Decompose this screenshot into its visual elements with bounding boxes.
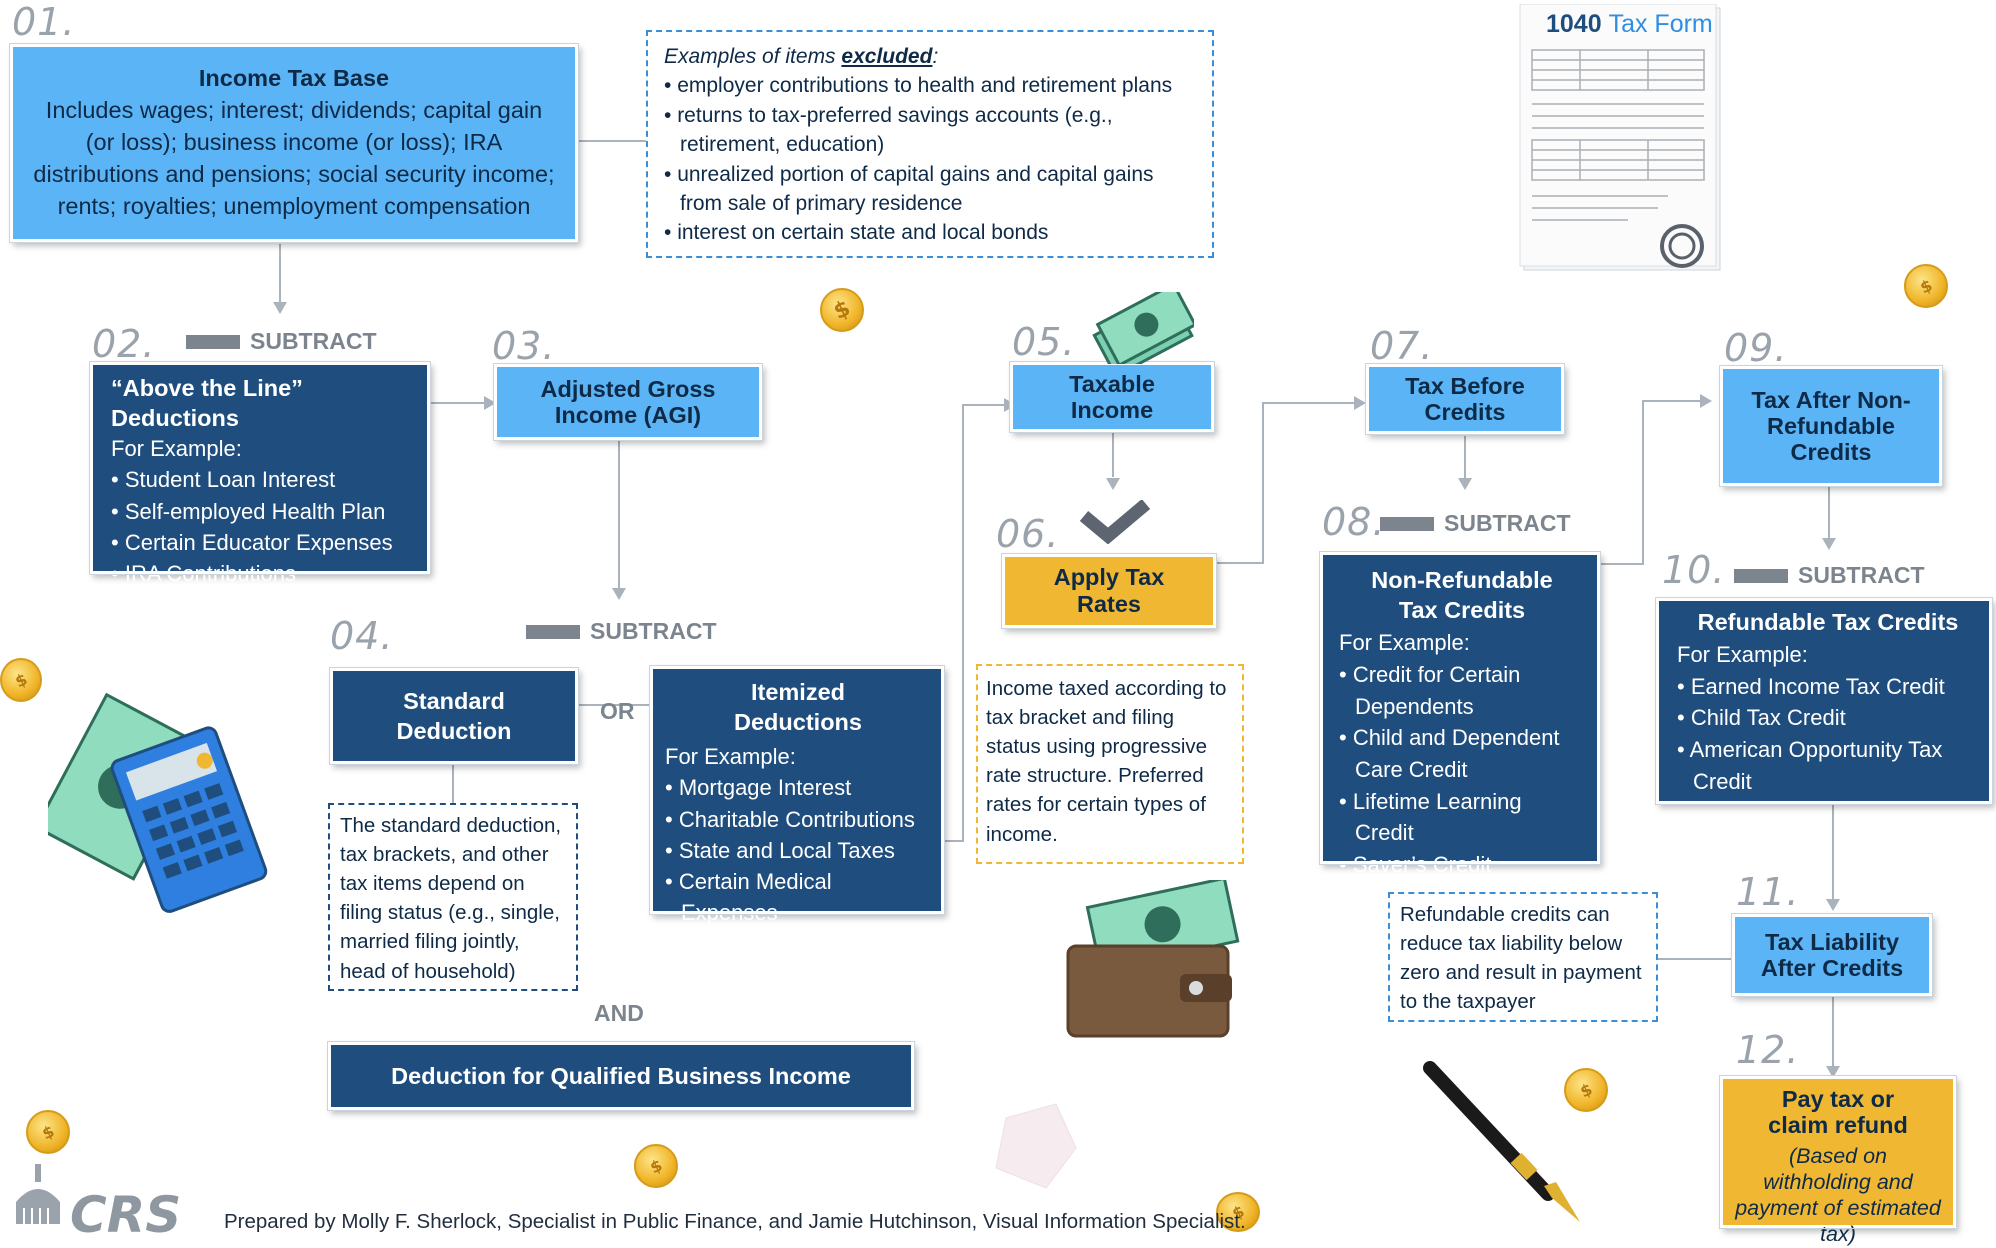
refundable-credits-box: Refundable Tax Credits For Example: • Ea…	[1655, 597, 1993, 805]
step-number-09: 09.	[1724, 326, 1788, 370]
credit-item: • Child Tax Credit	[1677, 705, 1846, 731]
tax-liability-title: Tax Liability After Credits	[1760, 928, 1904, 981]
excluded-item: • unrealized portion of capital gains an…	[664, 162, 1154, 215]
tax-after-non-refundable-title: Tax After Non-Refundable Credits	[1751, 386, 1911, 466]
tax-rates-note: Income taxed according to tax bracket an…	[976, 664, 1244, 864]
coin-icon	[634, 1144, 678, 1188]
pay-tax-or-claim-refund-box: Pay tax or claim refund (Based on withho…	[1719, 1075, 1957, 1246]
coin-icon	[1904, 264, 1948, 308]
for-example-label: For Example:	[1339, 630, 1470, 656]
calculator-icon	[34, 670, 268, 925]
tax-before-credits-title: Tax Before Credits	[1405, 372, 1525, 425]
non-refundable-credits-box: Non-Refundable Tax Credits For Example: …	[1319, 551, 1601, 877]
capitol-logo-icon	[8, 1158, 68, 1228]
standard-deduction-title: Standard Deduction	[396, 687, 512, 744]
tax-form-label: Tax Form	[1608, 10, 1713, 38]
income-tax-base-body: Includes wages; interest; dividends; cap…	[33, 97, 555, 219]
tax-before-credits-box: Tax Before Credits	[1365, 363, 1565, 435]
deduction-item: • Mortgage Interest	[665, 775, 852, 801]
subtract-label-10: SUBTRACT	[1734, 562, 1925, 589]
step-number-03: 03.	[492, 324, 556, 368]
taxable-income-box: Taxable Income	[1009, 361, 1215, 433]
refundable-title: Refundable Tax Credits	[1697, 609, 1959, 635]
crs-logo: CRS	[70, 1186, 182, 1244]
deduction-item: • State and Local Taxes	[665, 837, 895, 863]
standard-deduction-box: Standard Deduction	[329, 667, 579, 765]
for-example-label: For Example:	[1677, 642, 1808, 668]
step-number-02: 02.	[92, 322, 156, 366]
above-the-line-title: “Above the Line” Deductions	[111, 375, 303, 432]
credit-item: • Earned Income Tax Credit	[1677, 673, 1945, 699]
credit-item: • Lifetime Learning Credit	[1339, 788, 1522, 846]
coin-icon	[0, 658, 42, 702]
pay-tax-subtitle: (Based on withholding and payment of est…	[1735, 1143, 1941, 1247]
subtract-label-08: SUBTRACT	[1380, 510, 1571, 537]
coin-icon	[26, 1110, 70, 1154]
excluded-items-note: Examples of items excluded: • employer c…	[646, 30, 1214, 258]
taxable-income-title: Taxable Income	[1069, 370, 1155, 423]
credit-item: • Saver’s Credit	[1339, 851, 1492, 877]
tax-after-non-refundable-box: Tax After Non-Refundable Credits	[1719, 365, 1943, 487]
step-number-08: 08.	[1322, 500, 1386, 544]
or-label: OR	[600, 698, 635, 724]
step-number-01: 01.	[12, 0, 76, 44]
income-tax-base-box: Income Tax Base Includes wages; interest…	[9, 43, 579, 243]
itemized-title: Itemized Deductions	[734, 679, 862, 736]
coin-icon	[1216, 1192, 1260, 1232]
step-number-04: 04.	[330, 614, 394, 658]
filing-status-note: The standard deduction, tax brackets, an…	[328, 803, 578, 991]
excluded-heading-prefix: Examples of items	[664, 45, 842, 68]
pay-tax-title: Pay tax or claim refund	[1768, 1086, 1908, 1138]
checkmark-icon	[1079, 499, 1151, 549]
step-number-12: 12.	[1736, 1028, 1800, 1072]
apply-tax-rates-box: Apply Tax Rates	[1001, 553, 1217, 629]
step-number-10: 10.	[1662, 548, 1726, 592]
qbi-title: Deduction for Qualified Business Income	[391, 1062, 851, 1089]
excluded-item: • employer contributions to health and r…	[664, 74, 1173, 98]
credit-item: • Child and Dependent Care Credit	[1339, 725, 1560, 782]
agi-title: Adjusted Gross Income (AGI)	[540, 375, 716, 428]
deduction-item: • Certain Educator Expenses	[111, 529, 393, 555]
deduction-item: • Charitable Contributions	[665, 806, 915, 832]
agi-box: Adjusted Gross Income (AGI)	[493, 363, 763, 441]
apply-tax-rates-title: Apply Tax Rates	[1053, 564, 1165, 617]
for-example-label: For Example:	[665, 744, 796, 770]
crumpled-paper-icon	[986, 1098, 1082, 1194]
for-example-label: For Example:	[111, 436, 242, 462]
excluded-item: • returns to tax-preferred savings accou…	[664, 103, 1113, 157]
credit-item: • Credit for Certain Dependents	[1339, 661, 1521, 719]
excluded-heading-emph: excluded	[841, 45, 933, 68]
deduction-item: • Self-employed Health Plan	[111, 498, 386, 524]
subtract-label-04: SUBTRACT	[526, 618, 717, 645]
subtract-label-02: SUBTRACT	[186, 328, 377, 355]
wallet-icon	[1064, 876, 1254, 1045]
excluded-heading-suffix: :	[932, 45, 939, 68]
pen-icon	[1420, 1058, 1590, 1233]
credit-item: • American Opportunity Tax Credit	[1677, 737, 1943, 794]
money-icon	[1082, 282, 1198, 379]
tax-liability-after-credits-box: Tax Liability After Credits	[1731, 913, 1933, 997]
income-tax-base-title: Income Tax Base	[198, 65, 390, 92]
itemized-deductions-box: Itemized Deductions For Example: • Mortg…	[649, 665, 945, 925]
step-number-05: 05.	[1012, 320, 1076, 364]
refundable-credits-note: Refundable credits can reduce tax liabil…	[1388, 892, 1658, 1022]
step-number-06: 06.	[996, 512, 1060, 556]
above-the-line-deductions-box: “Above the Line” Deductions For Example:…	[89, 361, 431, 586]
and-label: AND	[594, 1000, 644, 1026]
tax-form-number: 1040	[1546, 10, 1602, 38]
tax-form-icon: 1040 Tax Form	[1518, 3, 1724, 276]
qbi-deduction-box: Deduction for Qualified Business Income	[327, 1041, 915, 1111]
deduction-item: • Certain Medical Expenses	[665, 869, 832, 926]
excluded-item: • interest on certain state and local bo…	[664, 221, 1049, 245]
coin-icon	[1564, 1068, 1608, 1112]
deduction-item: • IRA Contributions	[111, 561, 297, 587]
step-number-07: 07.	[1370, 324, 1434, 368]
deduction-item: • Student Loan Interest	[111, 467, 336, 493]
non-refundable-title: Non-Refundable Tax Credits	[1371, 567, 1553, 624]
step-number-11: 11.	[1736, 870, 1800, 914]
footer-credit: Prepared by Molly F. Sherlock, Specialis…	[224, 1210, 1246, 1233]
coin-icon	[820, 288, 864, 332]
